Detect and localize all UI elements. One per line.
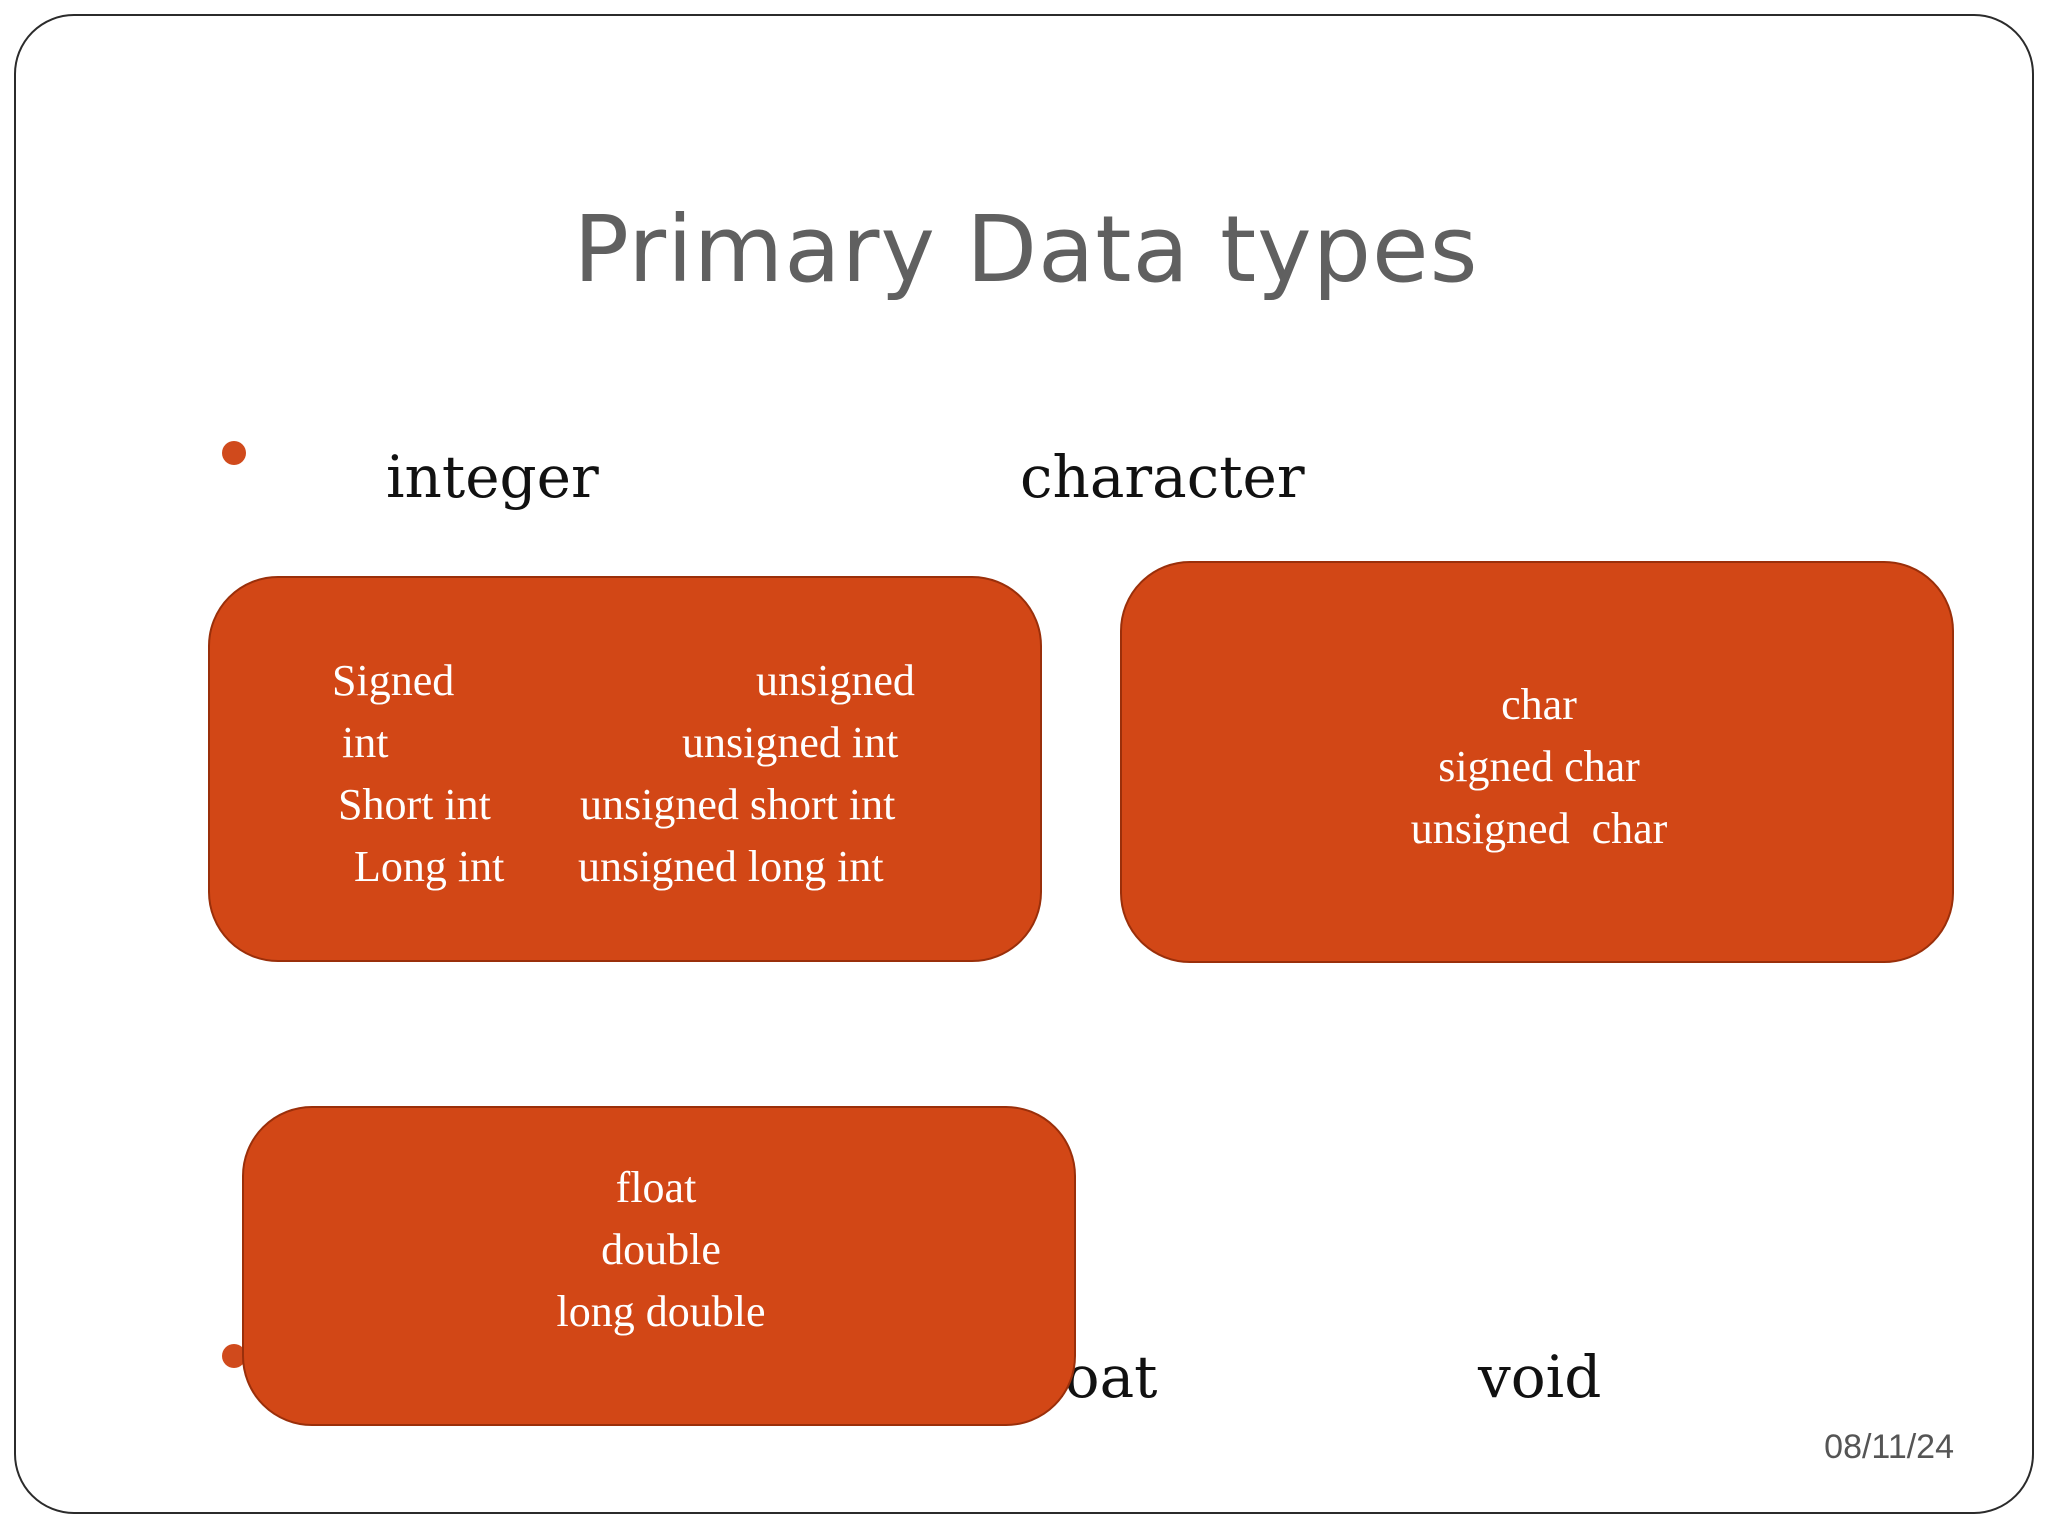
slide-date: 08/11/24 xyxy=(1824,1428,1954,1466)
bullet-dot-row1 xyxy=(222,441,246,465)
slide-frame: Primary Data types integer character flo… xyxy=(14,14,2034,1514)
char-item-signed-char: signed char xyxy=(1438,742,1640,791)
unsigned-header: unsigned xyxy=(756,656,915,705)
slide-title-text: Primary Data types xyxy=(573,196,1479,303)
unsigned-item-int: unsigned int xyxy=(682,718,899,767)
unsigned-item-short-int: unsigned short int xyxy=(580,780,896,829)
label-void: void xyxy=(1478,1343,1602,1411)
signed-item-long-int: Long int xyxy=(354,842,505,891)
float-item-double: double xyxy=(601,1225,721,1274)
char-item-unsigned-char: unsigned char xyxy=(1410,804,1668,853)
integer-types-box: Signed unsigned int Short int Long int u… xyxy=(208,576,1042,962)
float-item-float: float xyxy=(615,1163,697,1212)
char-item-char: char xyxy=(1501,680,1577,729)
float-item-long-double: long double xyxy=(556,1287,766,1336)
signed-item-short-int: Short int xyxy=(338,780,491,829)
signed-item-int: int xyxy=(342,718,389,767)
unsigned-item-long-int: unsigned long int xyxy=(578,842,884,891)
label-integer: integer xyxy=(386,443,599,511)
character-types-box: char signed char unsigned char xyxy=(1120,561,1954,963)
label-character: character xyxy=(1020,443,1305,511)
slide-title: Primary Data types xyxy=(16,196,2032,303)
signed-header: Signed xyxy=(332,656,455,705)
float-types-box: float double long double xyxy=(242,1106,1076,1426)
